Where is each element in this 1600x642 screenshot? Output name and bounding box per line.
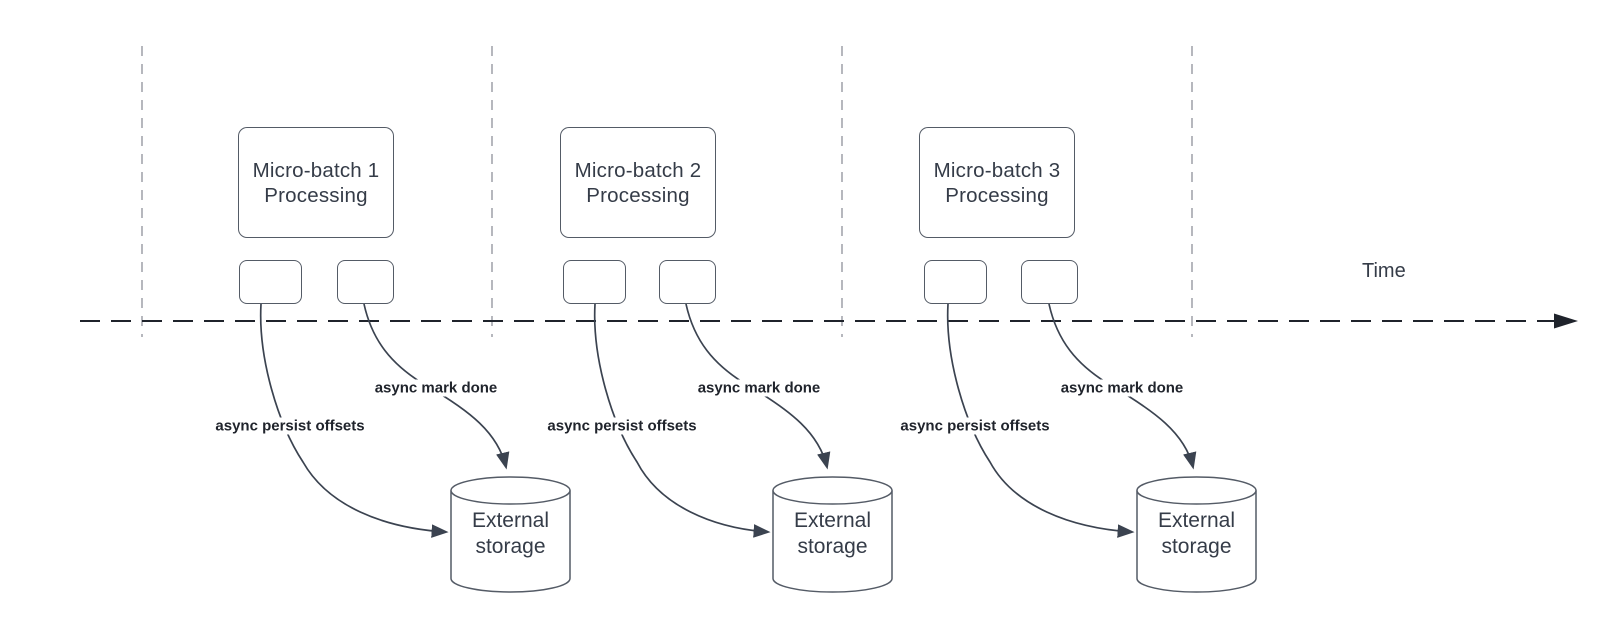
microbatch-2-persist-offsets-arrow xyxy=(593,303,771,538)
microbatch-3-persist-offsets-label: async persist offsets xyxy=(898,417,1052,435)
external-storage-2-cylinder xyxy=(772,476,893,593)
microbatch-2-persist-offsets-label: async persist offsets xyxy=(545,417,699,435)
microbatch-1-offset-task-box xyxy=(239,260,302,304)
external-storage-3-label-line2: storage xyxy=(1161,535,1232,558)
microbatch-1-persist-offsets-label: async persist offsets xyxy=(213,417,367,435)
microbatch-1-title-line2: Processing xyxy=(264,183,368,207)
microbatch-1-box: Micro-batch 1 Processing xyxy=(238,127,394,238)
external-storage-2-label-line2: storage xyxy=(797,535,868,558)
microbatch-3-title-line2: Processing xyxy=(945,183,1049,207)
microbatch-2-mark-done-label: async mark done xyxy=(695,379,823,397)
time-axis-arrowhead-icon xyxy=(1554,313,1578,329)
time-axis-label: Time xyxy=(1362,260,1406,282)
microbatch-3-title-line1: Micro-batch 3 xyxy=(933,158,1061,182)
microbatch-1-persist-offsets-arrow xyxy=(259,303,449,538)
microbatch-2-box: Micro-batch 2 Processing xyxy=(560,127,716,238)
microbatch-2-offset-task-box xyxy=(563,260,626,304)
external-storage-1-label-line2: storage xyxy=(475,535,546,558)
microbatch-3-done-task-box xyxy=(1021,260,1078,304)
microbatch-1-mark-done-label: async mark done xyxy=(372,379,500,397)
microbatch-1-title-line1: Micro-batch 1 xyxy=(252,158,380,182)
external-storage-3-label: External storage xyxy=(1137,508,1256,560)
external-storage-1-cylinder xyxy=(450,476,571,593)
external-storage-1-label-line1: External xyxy=(471,509,550,532)
microbatch-3-persist-offsets-arrow xyxy=(946,303,1135,538)
microbatch-3-offset-task-box xyxy=(924,260,987,304)
microbatch-2-title-line2: Processing xyxy=(586,183,690,207)
external-storage-2-label-line1: External xyxy=(793,509,872,532)
external-storage-3-label-line1: External xyxy=(1157,509,1236,532)
external-storage-2-label: External storage xyxy=(773,508,892,560)
microbatch-2-title-line1: Micro-batch 2 xyxy=(574,158,702,182)
external-storage-1-label: External storage xyxy=(451,508,570,560)
microbatch-3-mark-done-label: async mark done xyxy=(1058,379,1186,397)
microbatch-3-box: Micro-batch 3 Processing xyxy=(919,127,1075,238)
external-storage-3-cylinder xyxy=(1136,476,1257,593)
microbatch-2-done-task-box xyxy=(659,260,716,304)
microbatch-1-done-task-box xyxy=(337,260,394,304)
